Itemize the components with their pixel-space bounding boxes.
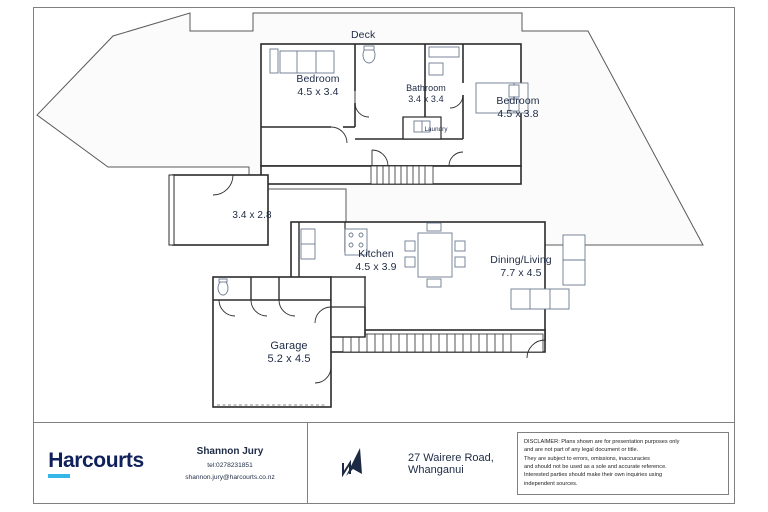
garage-doors [212, 299, 332, 384]
floor-plan-drawing: Deck Bedroom 4.5 x 3.4 Bathroom 3.4 x 3.… [33, 7, 735, 417]
bedroom-2-name: Bedroom [496, 95, 540, 107]
bedroom-2-dimensions: 4.5 x 3.8 [497, 107, 539, 120]
brand-logo: Harcourts [33, 423, 153, 504]
room-34x28 [168, 174, 269, 246]
disclaimer-block: DISCLAIMER: Plans shown are for presenta… [517, 423, 735, 504]
north-arrow-icon [342, 447, 362, 477]
lower-floor-fixtures [300, 222, 586, 310]
disclaimer-line: and should not be used as a sole and acc… [524, 464, 667, 470]
upper-floor-fixtures [269, 45, 529, 133]
bathroom-dimensions: 3.4 x 3.4 [408, 93, 444, 104]
disclaimer-line: They are subject to errors, omissions, i… [524, 455, 650, 462]
agent-name: Shannon Jury [196, 446, 264, 457]
footer-bar: Harcourts Shannon Jury tel:0278231851 sh… [33, 422, 735, 504]
garage-walls [212, 276, 366, 408]
bathroom-name: Bathroom [406, 83, 446, 93]
room-label-bedroom-1: Bedroom 4.5 x 3.4 [276, 73, 360, 99]
agent-details: Shannon Jury tel:0278231851 shannon.jury… [153, 423, 308, 504]
address-block: 27 Wairere Road, Whanganui [308, 423, 517, 504]
lower-floor-stairs-doors [342, 325, 546, 359]
room-label-kitchen: Kitchen 4.5 x 3.9 [336, 248, 416, 274]
dining-living-name: Dining/Living [490, 254, 552, 266]
brand-name: Harcourts [48, 448, 144, 472]
agent-email[interactable]: shannon.jury@harcourts.co.nz [185, 474, 275, 481]
room-label-bathroom: Bathroom 3.4 x 3.4 [390, 83, 462, 105]
disclaimer-line: independent sources. [524, 480, 578, 487]
bedroom-1-name: Bedroom [296, 73, 340, 85]
disclaimer-line: and are not part of any legal document o… [524, 447, 639, 454]
unnamed-room-dimensions: 3.4 x 2.8 [232, 210, 272, 221]
room-label-dining-living: Dining/Living 7.7 x 4.5 [465, 254, 577, 280]
room-label-deck: Deck [351, 29, 375, 42]
dining-living-dimensions: 7.7 x 4.5 [500, 266, 542, 279]
room-label-unnamed-room: 3.4 x 2.8 [210, 210, 294, 222]
garage-dimensions: 5.2 x 4.5 [267, 353, 311, 366]
disclaimer-line: DISCLAIMER: Plans shown are for presenta… [524, 438, 680, 445]
room-label-garage: Garage 5.2 x 4.5 [246, 340, 332, 367]
kitchen-name: Kitchen [358, 248, 394, 260]
room-label-bedroom-2: Bedroom 4.5 x 3.8 [476, 95, 560, 121]
upper-floor-doors [330, 91, 464, 185]
bedroom-1-dimensions: 4.5 x 3.4 [297, 85, 339, 98]
deck-name: Deck [351, 29, 376, 41]
agent-phone[interactable]: tel:0278231851 [207, 462, 253, 469]
room-label-laundry: Laundry [416, 126, 456, 134]
disclaimer-line: Interested parties should make their own… [524, 472, 663, 479]
garage-name: Garage [270, 340, 308, 352]
kitchen-dimensions: 4.5 x 3.9 [355, 260, 397, 273]
laundry-name: Laundry [424, 126, 448, 133]
brand-underline-bar [48, 473, 71, 478]
property-address: 27 Wairere Road, Whanganui [408, 451, 494, 476]
garage-fixtures [217, 278, 229, 296]
